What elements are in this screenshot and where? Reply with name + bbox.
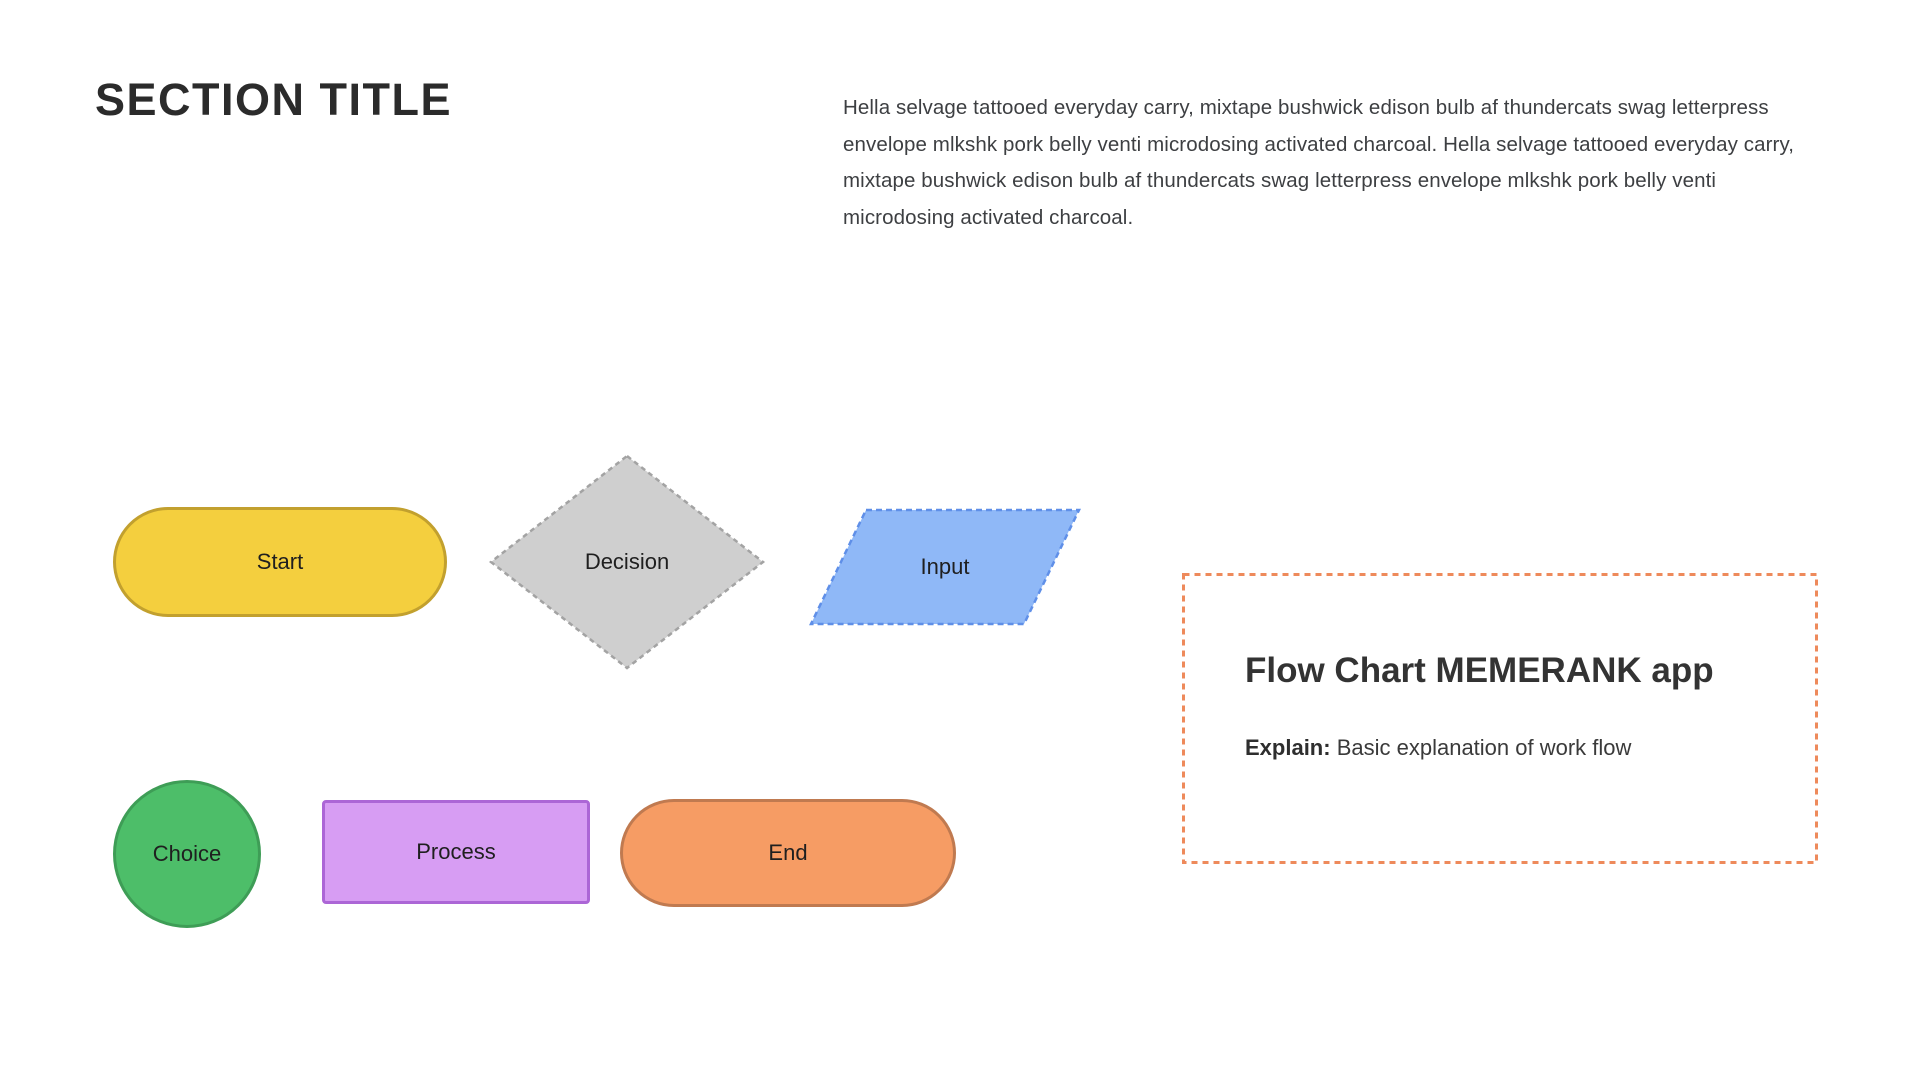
section-title: SECTION TITLE bbox=[95, 74, 452, 125]
note-box-dashed-border bbox=[1182, 573, 1818, 864]
note-box-border-rect bbox=[1182, 573, 1818, 864]
diamond-shape-graphic bbox=[488, 454, 766, 670]
intro-paragraph: Hella selvage tattooed everyday carry, m… bbox=[843, 96, 1795, 229]
shape-decision: Decision bbox=[487, 452, 767, 672]
parallelogram-shape-graphic bbox=[809, 508, 1081, 626]
shape-start-label: Start bbox=[256, 549, 304, 574]
note-explain: Explain: Basic explanation of work flow bbox=[1245, 735, 1631, 761]
note-title: Flow Chart MEMERANK app bbox=[1245, 651, 1714, 690]
diamond-polygon bbox=[488, 454, 766, 670]
note-box: Flow Chart MEMERANK app Explain: Basic e… bbox=[1182, 573, 1818, 864]
note-explain-label: Explain: bbox=[1245, 735, 1331, 760]
shape-choice: Choice bbox=[113, 780, 261, 928]
parallelogram-polygon bbox=[809, 508, 1081, 626]
shape-choice-label: Choice bbox=[152, 841, 222, 866]
note-explain-text: Basic explanation of work flow bbox=[1336, 735, 1632, 760]
shape-end-label: End bbox=[768, 840, 808, 865]
shape-start: Start bbox=[113, 507, 447, 617]
shape-process-label: Process bbox=[416, 839, 496, 864]
shape-process: Process bbox=[322, 800, 590, 904]
shape-input: Input bbox=[807, 506, 1083, 628]
shape-end: End bbox=[620, 799, 956, 907]
